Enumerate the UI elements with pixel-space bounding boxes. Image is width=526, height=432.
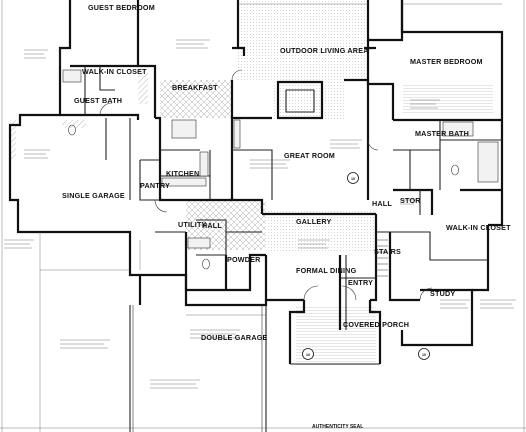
room-powder: POWDER [227,255,261,264]
room-gallery: GALLERY [296,217,331,226]
section-tag: 10 [302,348,314,360]
room-great-room: GREAT ROOM [284,151,335,160]
section-tag-label: 10 [306,353,310,357]
room-guest-bath: GUEST BATH [74,96,122,105]
room-labels: GUEST BEDROOM WALK-IN CLOSET GUEST BATH … [62,3,511,342]
section-tag: 10 [347,172,359,184]
room-formal-dining: FORMAL DINING [296,266,357,275]
section-tag-label: 10 [422,353,426,357]
room-covered-porch: COVERED PORCH [343,320,409,329]
room-entry: ENTRY [348,278,373,287]
section-tag: 10 [418,348,430,360]
room-walk-in-closet-master: WALK-IN CLOSET [446,223,511,232]
room-hall-master: HALL [372,199,392,208]
room-utility: UTILITY [178,220,207,229]
room-master-bedroom: MASTER BEDROOM [410,57,483,66]
annotation-marks [4,39,516,389]
section-tag-label: 10 [351,177,355,181]
room-kitchen: KITCHEN [166,169,199,178]
room-master-bath: MASTER BATH [415,129,469,138]
room-outdoor-living: OUTDOOR LIVING AREA [280,46,369,55]
room-breakfast: BREAKFAST [172,83,218,92]
room-single-garage: SINGLE GARAGE [62,191,125,200]
room-stor: STOR [400,196,421,205]
room-guest-bedroom: GUEST BEDROOM [88,3,155,12]
authenticity-seal: AUTHENTICITY SEAL [312,424,363,430]
room-pantry: PANTRY [140,181,170,190]
room-study: STUDY [430,289,455,298]
room-walk-in-closet-guest: WALK-IN CLOSET [82,67,147,76]
room-hall: HALL [202,221,222,230]
room-double-garage: DOUBLE GARAGE [201,333,268,342]
room-stairs: STAIRS [374,247,401,256]
walls [8,0,504,432]
floor-finishes [10,0,493,367]
